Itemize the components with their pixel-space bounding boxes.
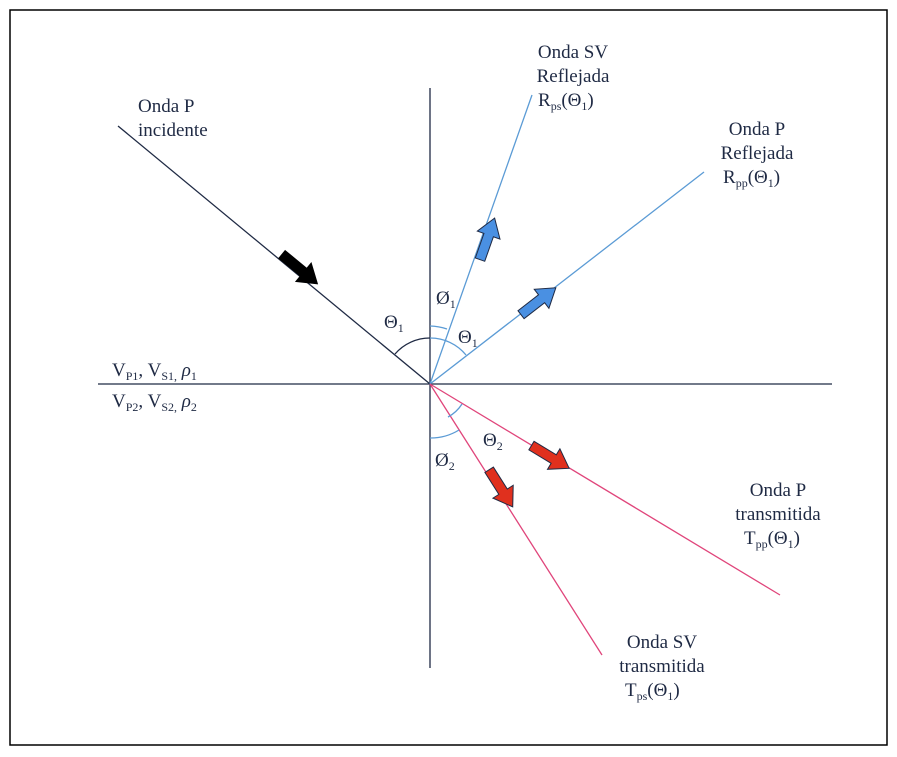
reflected-sv-ray (429, 94, 533, 385)
phi2-label: Ø2 (435, 450, 455, 473)
theta1-incident-label: Θ1 (384, 312, 404, 335)
theta1-incident-arc (394, 337, 431, 355)
incident-label-line1: Onda P (138, 96, 194, 117)
transmitted-p-coefficient: Tpp(Θ1) (744, 528, 800, 551)
reflected-p-arrow (517, 287, 557, 320)
reflected-sv-coefficient: Rps(Θ1) (538, 90, 594, 113)
incident-p-ray (117, 125, 431, 385)
transmitted-sv-arrow (484, 466, 514, 508)
transmitted-sv-label-line2: transmitida (619, 656, 705, 677)
reflected-p-ray (429, 171, 705, 385)
frame-border (9, 9, 888, 746)
reflected-p-coefficient: Rpp(Θ1) (723, 167, 780, 190)
reflected-p-label-line1: Onda P (729, 119, 785, 140)
phi2-arc (429, 429, 460, 439)
transmitted-p-ray (429, 383, 781, 596)
reflected-sv-arrow (474, 217, 501, 262)
transmitted-sv-coefficient: Tps(Θ1) (625, 680, 680, 703)
phi1-label: Ø1 (436, 288, 456, 311)
incident-label-line2: incidente (138, 120, 208, 141)
theta2-arc (447, 403, 463, 418)
transmitted-sv-label-line1: Onda SV (627, 632, 697, 653)
theta1-reflected-arc (429, 337, 467, 356)
transmitted-p-arrow (528, 440, 570, 470)
upper-medium-properties: VP1, VS1, ρ1 (112, 360, 197, 383)
transmitted-p-label-line1: Onda P (750, 480, 806, 501)
theta1-reflected-label: Θ1 (458, 327, 478, 350)
reflected-p-label-line2: Reflejada (721, 143, 794, 164)
incident-arrow (278, 249, 319, 285)
transmitted-p-label-line2: transmitida (735, 504, 821, 525)
reflected-sv-label-line1: Onda SV (538, 42, 608, 63)
reflected-sv-label-line2: Reflejada (537, 66, 610, 87)
transmitted-sv-ray (429, 383, 603, 656)
theta2-label: Θ2 (483, 430, 503, 453)
lower-medium-properties: VP2, VS2, ρ2 (112, 391, 197, 414)
phi1-arc (429, 325, 448, 330)
